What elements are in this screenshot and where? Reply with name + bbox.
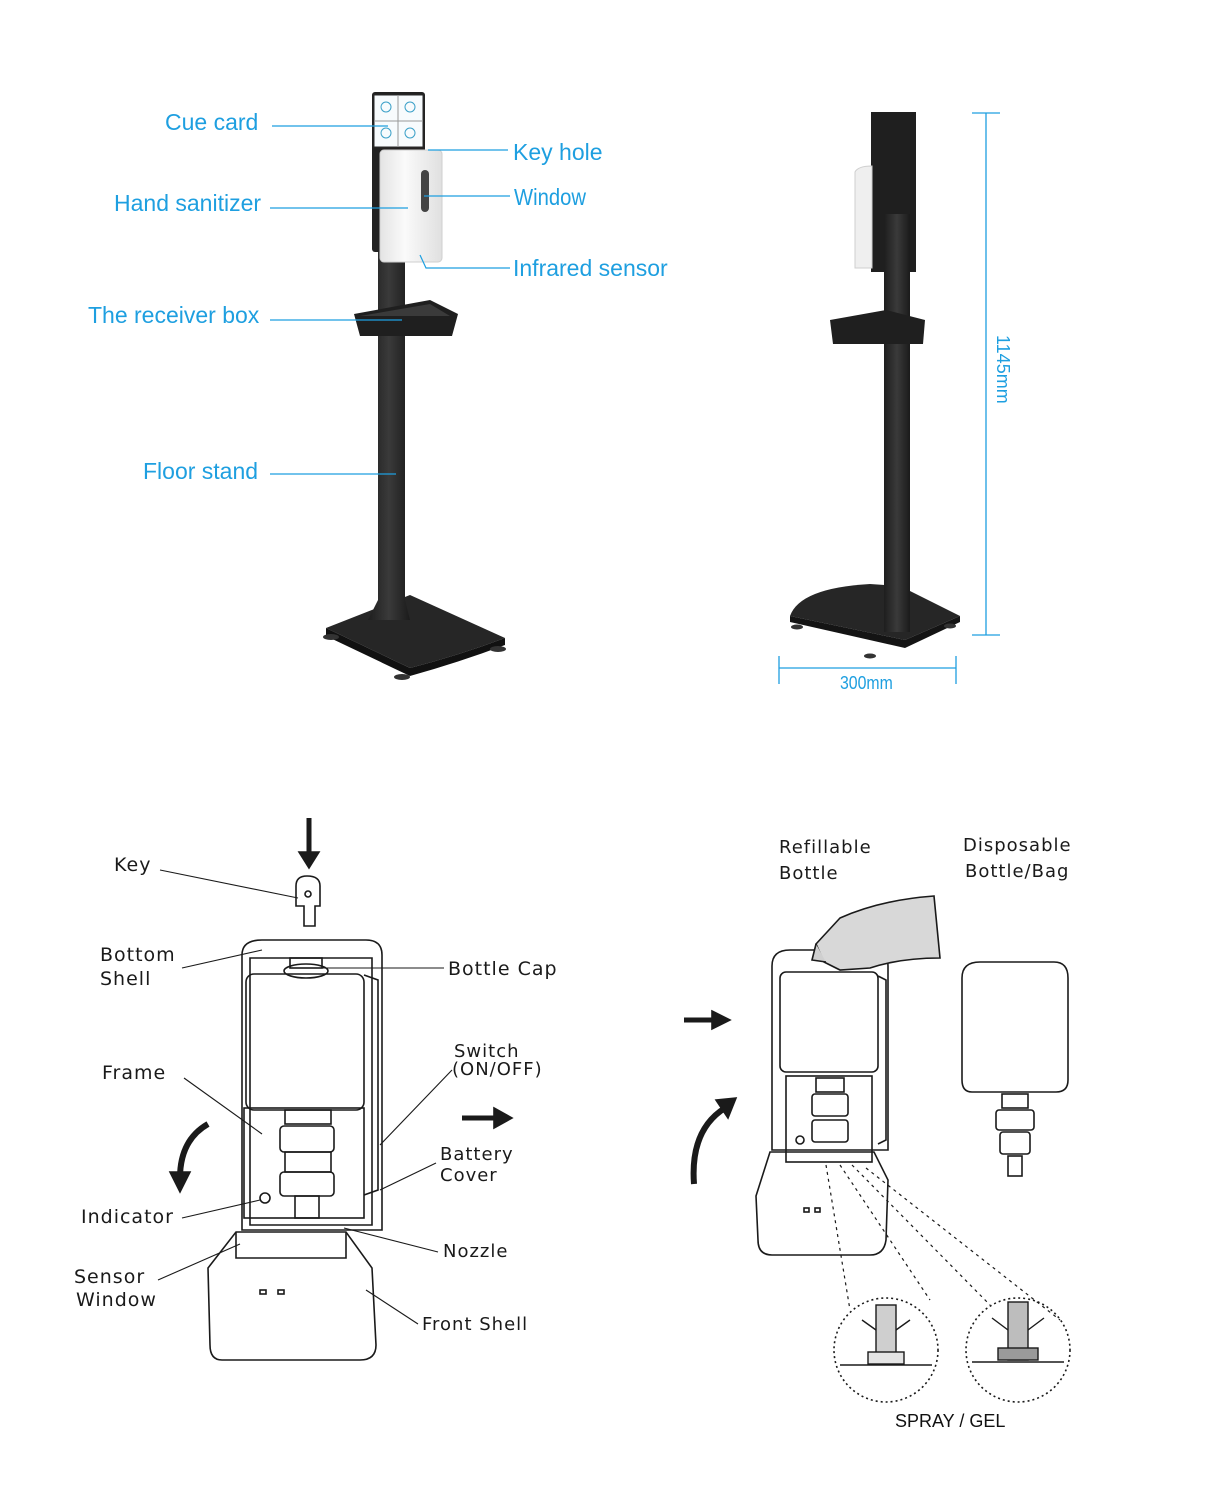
cue-card-label: Cue card (165, 109, 259, 135)
hand-sanitizer-label: Hand sanitizer (114, 190, 262, 216)
battery-cover-label-2: Cover (440, 1165, 498, 1186)
floor-stand-label: Floor stand (143, 458, 259, 484)
sensor-window-label-1: Sensor (74, 1266, 146, 1288)
dispenser-line-art (157, 818, 514, 1361)
bottom-shell-label-2: Shell (100, 968, 152, 990)
width-dimension: 300mm (840, 673, 893, 693)
bottom-shell-label-1: Bottom (100, 944, 176, 966)
bottle-cap-label: Bottle Cap (448, 958, 558, 980)
front-shell-label: Front Shell (422, 1314, 529, 1335)
battery-cover-label-1: Battery (440, 1144, 514, 1165)
refillable-bottle-label-2: Bottle (779, 863, 839, 884)
key-label: Key (114, 854, 152, 876)
spray-gel-label: SPRAY / GEL (895, 1411, 1006, 1431)
disposable-bottle-label-2: Bottle/Bag (965, 861, 1070, 882)
switch-label-2: (ON/OFF) (452, 1059, 543, 1080)
window-label: Window (514, 184, 586, 210)
height-dimension: 1145mm (993, 335, 1013, 404)
refillable-bottle-label-1: Refillable (779, 837, 872, 858)
frame-label: Frame (102, 1062, 167, 1084)
infrared-sensor-label: Infrared sensor (513, 255, 668, 281)
front-floor-stand (323, 92, 506, 680)
side-floor-stand (778, 112, 1000, 684)
indicator-label: Indicator (81, 1206, 174, 1228)
switch-label-1: Switch (454, 1041, 520, 1062)
sensor-window-label-2: Window (76, 1289, 157, 1311)
nozzle-label: Nozzle (443, 1241, 509, 1262)
refill-line-art (684, 895, 1071, 1403)
disposable-bottle-label-1: Disposable (963, 835, 1072, 856)
key-hole-label: Key hole (513, 139, 603, 165)
stand-leader-lines (270, 125, 510, 475)
receiver-box-label: The receiver box (88, 302, 260, 328)
